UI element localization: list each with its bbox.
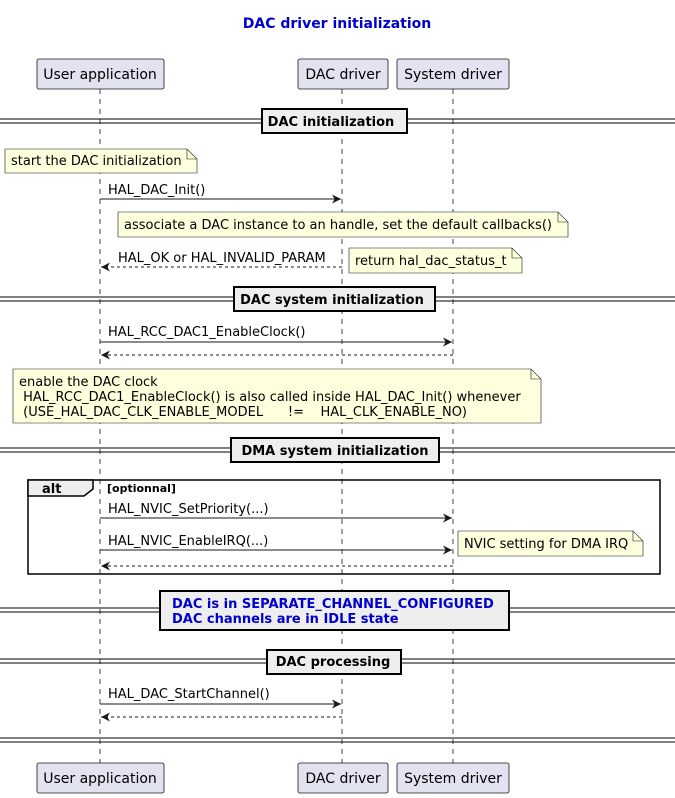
note-associate: associate a DAC instance to an handle, s…: [117, 211, 569, 238]
divider-dac-init: DAC initialization: [0, 108, 675, 134]
participant-user-top: User application: [36, 58, 165, 90]
participant-sys-label: System driver: [404, 67, 502, 83]
note-enable-clock-line2: HAL_RCC_DAC1_EnableClock() is also calle…: [19, 390, 521, 405]
note-associate-text: associate a DAC instance to an handle, s…: [124, 218, 552, 233]
message-hal-dac-init: HAL_DAC_Init(): [100, 183, 341, 204]
note-return-status: return hal_dac_status_t: [348, 247, 523, 274]
diagram-title: DAC driver initialization: [243, 16, 432, 32]
participant-dac-label: DAC driver: [305, 67, 381, 83]
note-enable-clock-line3: (USE_HAL_DAC_CLK_ENABLE_MODEL != HAL_CLK…: [19, 405, 467, 420]
participant-sys-bottom-label: System driver: [404, 771, 502, 787]
participant-dac-bottom-label: DAC driver: [305, 771, 381, 787]
message-enable-clock-label: HAL_RCC_DAC1_EnableClock(): [108, 325, 306, 340]
message-enable-clock: HAL_RCC_DAC1_EnableClock(): [100, 325, 452, 347]
alt-fragment: alt [optionnal]: [27, 479, 661, 575]
message-start-channel-label: HAL_DAC_StartChannel(): [108, 687, 270, 702]
message-enable-irq: HAL_NVIC_EnableIRQ(...): [100, 534, 452, 555]
message-hal-ok-label: HAL_OK or HAL_INVALID_PARAM: [118, 251, 326, 266]
alt-label: alt: [42, 482, 61, 497]
message-set-priority: HAL_NVIC_SetPriority(...): [100, 502, 452, 523]
participant-user-bottom: User application: [36, 762, 165, 794]
message-set-priority-label: HAL_NVIC_SetPriority(...): [108, 502, 269, 517]
message-hal-ok-return: HAL_OK or HAL_INVALID_PARAM: [101, 251, 342, 272]
note-nvic-setting: NVIC setting for DMA IRQ: [457, 530, 644, 557]
note-enable-clock-line1: enable the DAC clock: [19, 375, 158, 390]
note-start-init: start the DAC initialization: [4, 148, 198, 174]
alt-condition: [optionnal]: [107, 482, 176, 495]
divider-dac-sys-init: DAC system initialization: [0, 286, 675, 312]
divider-dac-init-label: DAC initialization: [268, 115, 395, 130]
participant-sys-top: System driver: [396, 58, 510, 90]
divider-dma-sys-init-label: DMA system initialization: [241, 444, 428, 459]
message-enable-irq-label: HAL_NVIC_EnableIRQ(...): [108, 534, 268, 549]
participant-sys-bottom: System driver: [396, 762, 510, 794]
participant-user-bottom-label: User application: [43, 771, 157, 787]
divider-state-line1: DAC is in SEPARATE_CHANNEL_CONFIGURED: [172, 597, 494, 612]
divider-state: DAC is in SEPARATE_CHANNEL_CONFIGURED DA…: [0, 590, 675, 631]
note-start-init-text: start the DAC initialization: [11, 154, 182, 169]
participant-user-label: User application: [43, 67, 157, 83]
note-nvic-setting-text: NVIC setting for DMA IRQ: [464, 537, 628, 552]
divider-dma-sys-init: DMA system initialization: [0, 437, 675, 463]
divider-dac-processing-label: DAC processing: [276, 655, 391, 670]
note-return-status-text: return hal_dac_status_t: [355, 254, 507, 269]
note-enable-clock: enable the DAC clock HAL_RCC_DAC1_Enable…: [12, 368, 542, 424]
participant-dac-top: DAC driver: [297, 58, 389, 90]
participant-dac-bottom: DAC driver: [297, 762, 389, 794]
message-start-channel: HAL_DAC_StartChannel(): [100, 687, 341, 709]
divider-state-line2: DAC channels are in IDLE state: [172, 612, 399, 627]
divider-end: [0, 737, 675, 743]
divider-dac-processing: DAC processing: [0, 649, 675, 675]
message-hal-dac-init-label: HAL_DAC_Init(): [108, 183, 205, 198]
divider-dac-sys-init-label: DAC system initialization: [240, 293, 424, 308]
